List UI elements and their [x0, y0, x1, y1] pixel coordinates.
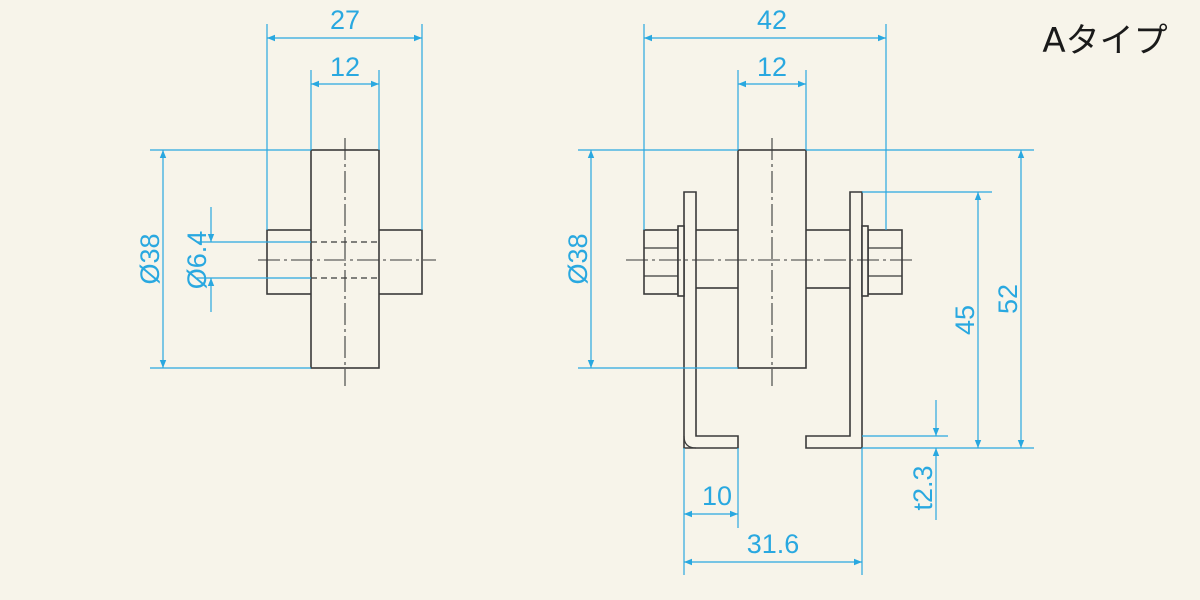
dim-12-side-label: 12 — [330, 52, 360, 82]
dim-52-label: 52 — [993, 284, 1023, 314]
dim-t23-label: t2.3 — [908, 465, 938, 510]
dim-27-label: 27 — [330, 5, 360, 35]
right-nut — [867, 229, 903, 295]
left-washer — [677, 225, 685, 297]
left-bracket-bend — [683, 435, 697, 449]
right-washer — [861, 225, 869, 297]
dim-316-label: 31.6 — [747, 529, 800, 559]
dim-d38-side-label: Ø38 — [135, 233, 165, 284]
dim-12-front-label: 12 — [757, 52, 787, 82]
dim-d64-label: Ø6.4 — [182, 231, 212, 290]
side-view: 27 12 Ø38 Ø6.4 — [135, 5, 436, 386]
dim-45-label: 45 — [950, 305, 980, 335]
dim-42-label: 42 — [757, 5, 787, 35]
front-view: 42 12 Ø38 52 45 t2.3 10 31.6 — [563, 5, 1034, 575]
dim-10-label: 10 — [702, 481, 732, 511]
left-nut — [643, 229, 679, 295]
drawing-title: Aタイプ — [1042, 21, 1167, 61]
dim-d38-front-label: Ø38 — [563, 233, 593, 284]
